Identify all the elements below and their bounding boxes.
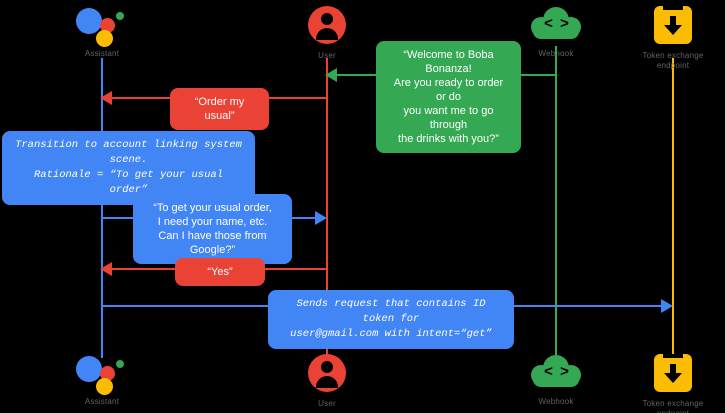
actor-label-webhook: Webhook	[538, 397, 574, 406]
lifeline-assistant	[101, 58, 103, 358]
actor-label-token: Token exchange endpoint	[642, 399, 704, 413]
actor-label-assistant: Assistant	[84, 49, 120, 58]
message-welcome-arrowhead	[325, 68, 337, 82]
actor-label-user: User	[318, 399, 336, 408]
note-sends-request: Sends request that contains ID token for…	[268, 290, 514, 349]
message-order-arrowhead	[100, 91, 112, 105]
cloud-code-icon: < >	[491, 352, 621, 394]
google-assistant-dots-icon	[37, 352, 167, 395]
message-sends-request-arrowhead	[661, 299, 673, 313]
message-bubble-order-my-usual: “Order my usual”	[170, 88, 269, 130]
actor-label-user: User	[318, 51, 336, 60]
lifeline-user	[326, 58, 328, 358]
lifeline-webhook	[555, 58, 557, 358]
download-box-icon	[608, 354, 725, 396]
message-bubble-welcome: “Welcome to Boba Bonanza! Are you ready …	[376, 41, 521, 153]
message-welcome-vertical	[555, 46, 557, 76]
actor-token-bottom: Token exchange endpoint	[608, 352, 725, 413]
actor-webhook-top: < > Webhook	[491, 4, 621, 59]
actor-label-assistant: Assistant	[84, 397, 120, 406]
message-bubble-yes: “Yes”	[175, 258, 265, 286]
download-box-icon	[608, 6, 725, 48]
note-transition-account-linking: Transition to account linking system sce…	[2, 131, 255, 205]
actor-user-bottom: User	[262, 352, 392, 409]
user-avatar-icon	[262, 6, 392, 48]
message-bubble-need-name: “To get your usual order, I need your na…	[133, 194, 292, 264]
cloud-code-icon: < >	[491, 4, 621, 46]
actor-user-top: User	[262, 4, 392, 61]
actor-assistant-bottom: Assistant	[37, 352, 167, 407]
actor-label-token: Token exchange endpoint	[642, 51, 704, 70]
google-assistant-dots-icon	[37, 4, 167, 47]
message-yes-arrowhead	[100, 262, 112, 276]
lifeline-token	[672, 58, 674, 358]
actor-webhook-bottom: < > Webhook	[491, 352, 621, 407]
user-avatar-icon	[262, 354, 392, 396]
actor-token-top: Token exchange endpoint	[608, 4, 725, 71]
actor-assistant-top: Assistant	[37, 4, 167, 59]
message-need-name-arrowhead	[315, 211, 327, 225]
